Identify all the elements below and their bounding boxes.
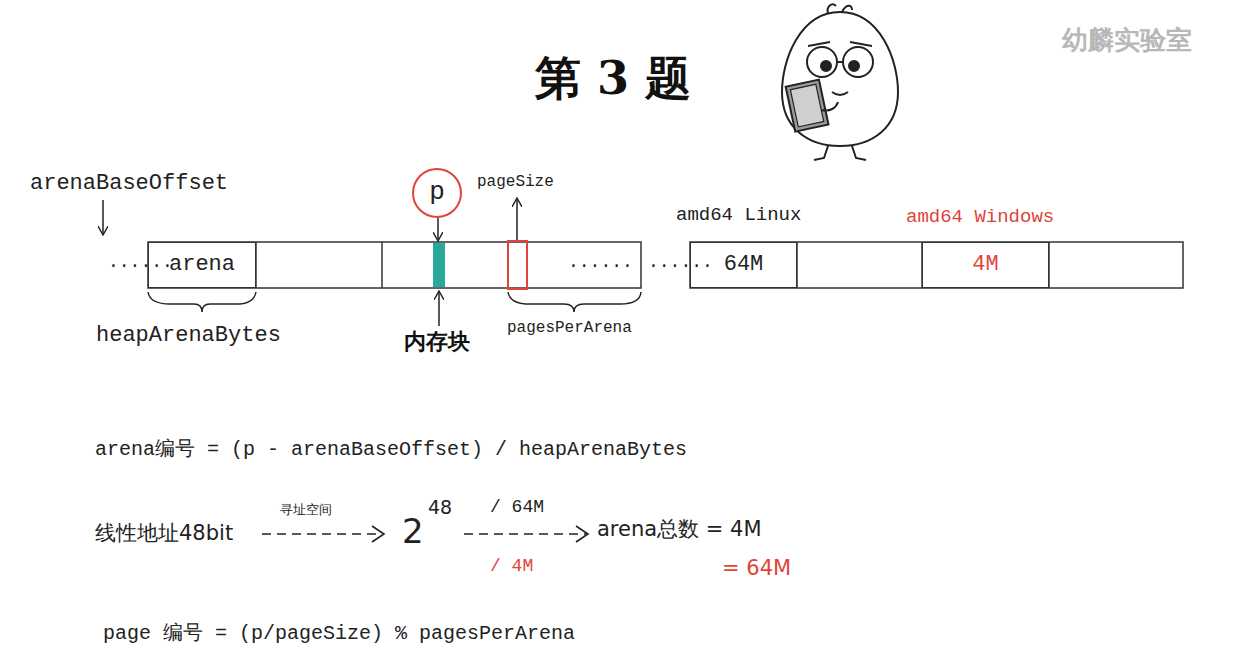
node-text: arena <box>169 252 235 277</box>
node-text: p <box>429 178 445 208</box>
formula-term: 线性地址48bit <box>95 521 233 545</box>
dashed-arrow <box>262 526 588 542</box>
brace <box>508 292 641 312</box>
pointer-circle: p <box>412 168 462 218</box>
watermark: 幼麟实验室 <box>1062 26 1192 56</box>
platform-label: amd64 Windows <box>906 207 1054 229</box>
pointer-arrow <box>516 199 518 240</box>
page-size-label: pageSize <box>477 173 554 191</box>
title: 第 3 题 <box>535 52 691 105</box>
ellipsis: ...... <box>568 252 633 273</box>
brace-label: pagesPerArena <box>507 319 632 337</box>
formula-term: = 64M <box>722 556 791 580</box>
pointer-arrow <box>437 218 439 240</box>
platform-label: amd64 Linux <box>676 205 801 227</box>
exponent: 48 <box>428 497 452 519</box>
ellipsis: ...... <box>648 252 713 273</box>
node-text: 64M <box>724 252 764 277</box>
ellipsis: ...... <box>108 252 173 273</box>
arrow-label: 寻址空间 <box>280 503 332 518</box>
brace-label: heapArenaBytes <box>96 323 281 348</box>
offset-label: arenaBaseOffset <box>30 171 228 196</box>
formula-term: arena总数 = 4M <box>597 517 762 541</box>
formula: page 编号 = (p/pageSize) % pagesPerArena <box>103 622 575 645</box>
arena-strip <box>690 242 1183 288</box>
arrow-label: / 64M <box>490 497 544 518</box>
egg-character <box>782 4 898 160</box>
formula: arena编号 = (p - arenaBaseOffset) / heapAr… <box>95 438 687 461</box>
arrow-label: / 4M <box>490 556 533 577</box>
pointer-arrow <box>102 200 104 234</box>
pointer-arrow <box>438 292 440 326</box>
brace <box>148 292 256 312</box>
page-box <box>508 241 527 289</box>
formula-term: 2 <box>402 512 424 551</box>
memory-block <box>433 243 445 287</box>
arena-size-cell: 4M <box>922 242 1049 288</box>
arena-strip <box>148 242 641 288</box>
memory-block-label: 内存块 <box>404 329 470 354</box>
node-text: 4M <box>972 252 998 277</box>
